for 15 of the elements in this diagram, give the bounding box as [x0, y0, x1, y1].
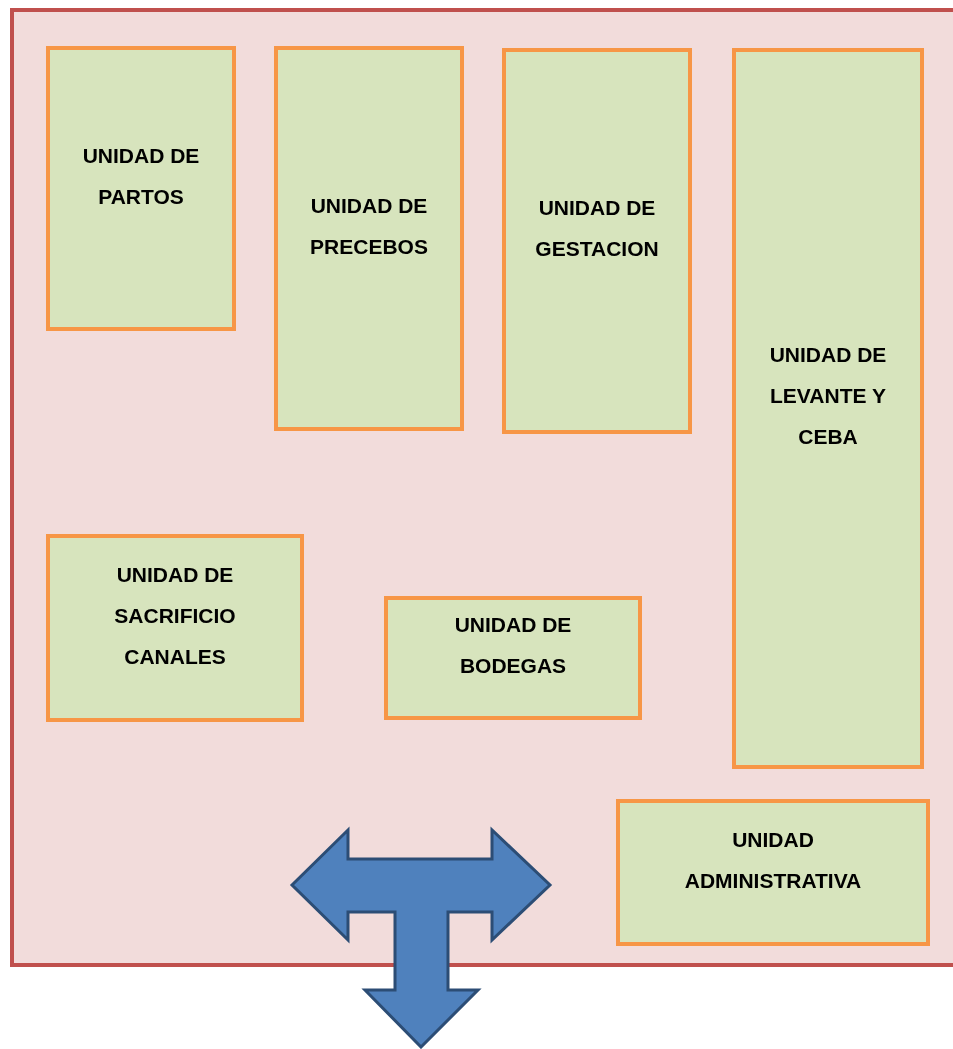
unit-box: [732, 48, 924, 769]
unit-box: [502, 48, 692, 434]
unit-box: [46, 534, 304, 722]
unit-label: UNIDAD DE PARTOS: [81, 142, 201, 210]
unit-label: UNIDAD DE LEVANTE Y CEBA: [768, 342, 888, 450]
unit-label: UNIDAD DE PRECEBOS: [309, 192, 429, 260]
unit-box: [616, 799, 930, 946]
unit-label: UNIDAD DE GESTACION: [534, 195, 660, 262]
unit-label: UNIDAD DE SACRIFICIO CANALES: [113, 561, 237, 670]
unit-box: [46, 46, 236, 331]
unit-label: UNIDAD ADMINISTRATIVA: [683, 826, 863, 894]
unit-label: UNIDAD DE BODEGAS: [453, 612, 573, 679]
site-boundary: [10, 8, 953, 967]
unit-box: [274, 46, 464, 431]
unit-box: [384, 596, 642, 720]
